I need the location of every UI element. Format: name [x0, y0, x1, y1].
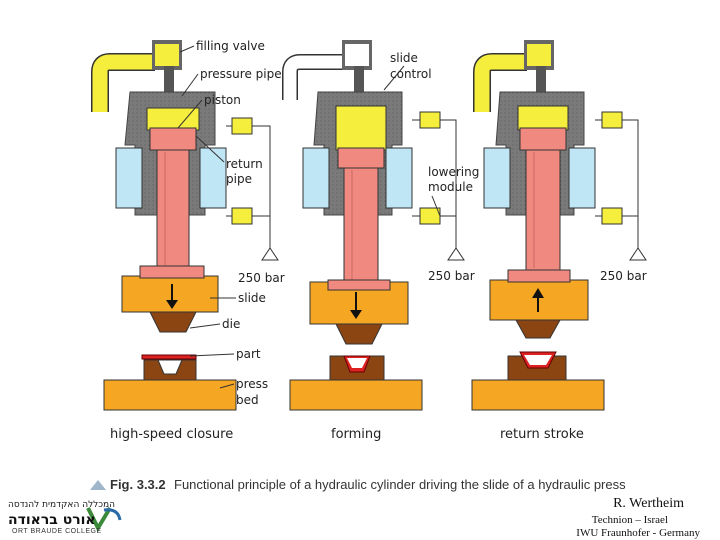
label-piston: piston: [204, 93, 241, 107]
label-lowering-1: lowering: [428, 165, 479, 179]
label-250-bar-3: 250 bar: [600, 269, 647, 283]
press-unit-return-stroke: [471, 40, 647, 411]
footer-institution-1: Technion – Israel: [591, 514, 668, 526]
press-unit-forming: [282, 40, 465, 411]
label-part: part: [236, 347, 261, 361]
label-slide-control-2: control: [390, 67, 432, 81]
footer-institution-2: IWU Fraunhofer - Germany: [576, 527, 700, 539]
figure-title: Functional principle of a hydraulic cyli…: [174, 477, 626, 492]
label-filling-valve: filling valve: [196, 39, 265, 53]
label-pipe: pipe: [226, 172, 252, 186]
caption-high-speed-closure: high-speed closure: [110, 427, 233, 442]
label-pressure-pipe: pressure pipe: [200, 67, 282, 81]
college-name-hebrew-line-2: אורט בראודה: [8, 512, 96, 528]
label-slide-control-1: slide: [390, 51, 418, 65]
college-name-hebrew-line-1: המכללה האקדמית להנדסה: [8, 500, 116, 510]
college-logo-icon: [86, 506, 122, 533]
label-press: press: [236, 377, 268, 391]
press-unit-high-speed-closure: [91, 40, 279, 411]
footer-author: R. Wertheim: [613, 496, 684, 511]
college-name-english: ORT BRAUDE COLLEGE: [12, 528, 102, 535]
caption-forming: forming: [331, 427, 381, 442]
caption-return-stroke: return stroke: [500, 427, 584, 442]
leader-lines: [177, 45, 441, 389]
label-slide: slide: [238, 291, 266, 305]
label-die: die: [222, 317, 240, 331]
label-250-bar-1: 250 bar: [238, 271, 285, 285]
label-250-bar-2: 250 bar: [428, 269, 475, 283]
label-bed: bed: [236, 393, 259, 407]
label-return: return: [226, 157, 263, 171]
triangle-icon: [90, 480, 106, 490]
label-lowering-2: module: [428, 180, 473, 194]
figure-number: Fig. 3.3.2: [110, 477, 166, 492]
